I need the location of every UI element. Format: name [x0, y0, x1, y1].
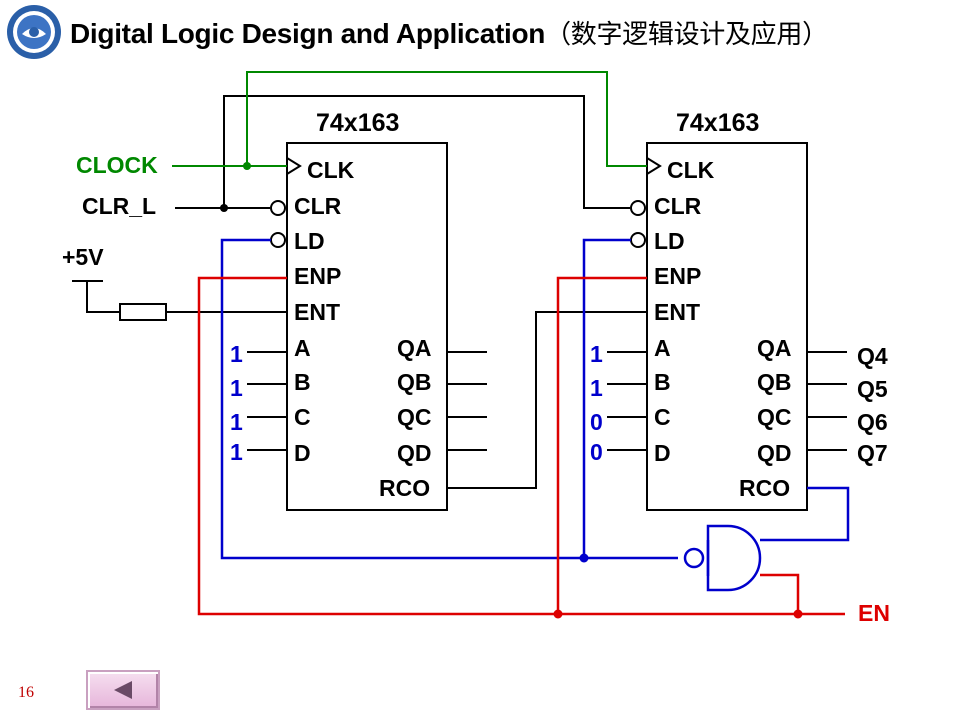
enable-junction-dot-2 — [793, 609, 803, 619]
r-data-a: 1 — [590, 341, 603, 367]
l-ld-bubble — [270, 232, 286, 248]
r-pin-ent: ENT — [654, 299, 700, 325]
r-data-d: 0 — [590, 439, 603, 465]
l-pin-qb: QB — [397, 369, 432, 395]
r-pin-a: A — [654, 335, 671, 361]
chip-left-name: 74x163 — [316, 109, 399, 137]
ld-junction-dot — [579, 553, 589, 563]
r-ld-bubble — [630, 232, 646, 248]
r-pin-clr: CLR — [654, 193, 702, 219]
out-q4: Q4 — [857, 343, 888, 369]
r-pin-qb: QB — [757, 369, 792, 395]
l-data-c: 1 — [230, 409, 243, 435]
r-pin-ld: LD — [654, 228, 685, 254]
l-pin-qc: QC — [397, 404, 432, 430]
l-data-b: 1 — [230, 375, 243, 401]
out-q5: Q5 — [857, 376, 888, 402]
vcc-label: +5V — [62, 244, 104, 270]
l-pin-b: B — [294, 369, 311, 395]
nand-gate-body — [706, 524, 762, 592]
l-data-d: 1 — [230, 439, 243, 465]
left-triangle-icon — [114, 681, 132, 699]
r-pin-qa: QA — [757, 335, 792, 361]
page-number: 16 — [18, 684, 34, 701]
l-pin-qd: QD — [397, 440, 432, 466]
r-pin-qd: QD — [757, 440, 792, 466]
r-pin-b: B — [654, 369, 671, 395]
r-pin-clk: CLK — [667, 157, 715, 183]
enable-wires — [197, 276, 845, 616]
chip-right-name: 74x163 — [676, 109, 759, 137]
chip-right-clk-triangle — [646, 157, 662, 175]
clock-junction-dot — [243, 162, 251, 170]
l-pin-qa: QA — [397, 335, 432, 361]
black-wires — [72, 95, 847, 489]
l-pin-c: C — [294, 404, 311, 430]
page-title: Digital Logic Design and Application（数字逻… — [70, 18, 828, 50]
out-q6: Q6 — [857, 409, 888, 435]
nand-gate-bubble — [683, 547, 705, 569]
l-pin-enp: ENP — [294, 263, 341, 289]
l-pin-rco: RCO — [379, 475, 430, 501]
l-pin-a: A — [294, 335, 311, 361]
back-button[interactable] — [86, 670, 160, 710]
clock-label: CLOCK — [76, 152, 158, 178]
ld-wires — [220, 238, 850, 560]
r-pin-rco: RCO — [739, 475, 790, 501]
l-pin-ent: ENT — [294, 299, 340, 325]
r-clr-bubble — [630, 200, 646, 216]
l-pin-ld: LD — [294, 228, 325, 254]
r-pin-enp: ENP — [654, 263, 701, 289]
l-pin-clr: CLR — [294, 193, 342, 219]
out-q7: Q7 — [857, 440, 888, 466]
chip-right-body — [646, 142, 808, 511]
r-pin-c: C — [654, 404, 671, 430]
r-pin-qc: QC — [757, 404, 792, 430]
clr-l-label: CLR_L — [82, 193, 156, 219]
l-clr-bubble — [270, 200, 286, 216]
chip-left-clk-triangle — [286, 157, 302, 175]
r-pin-d: D — [654, 440, 671, 466]
l-pin-d: D — [294, 440, 311, 466]
university-seal-icon — [7, 5, 61, 59]
clr-junction-dot — [220, 204, 228, 212]
clock-wires — [172, 71, 647, 167]
r-data-c: 0 — [590, 409, 603, 435]
l-data-a: 1 — [230, 341, 243, 367]
r-data-b: 1 — [590, 375, 603, 401]
en-label: EN — [858, 600, 890, 626]
slide-header: Digital Logic Design and Application（数字逻… — [0, 0, 960, 70]
enable-junction-dot-1 — [553, 609, 563, 619]
chip-left-body — [286, 142, 448, 511]
l-pin-clk: CLK — [307, 157, 355, 183]
